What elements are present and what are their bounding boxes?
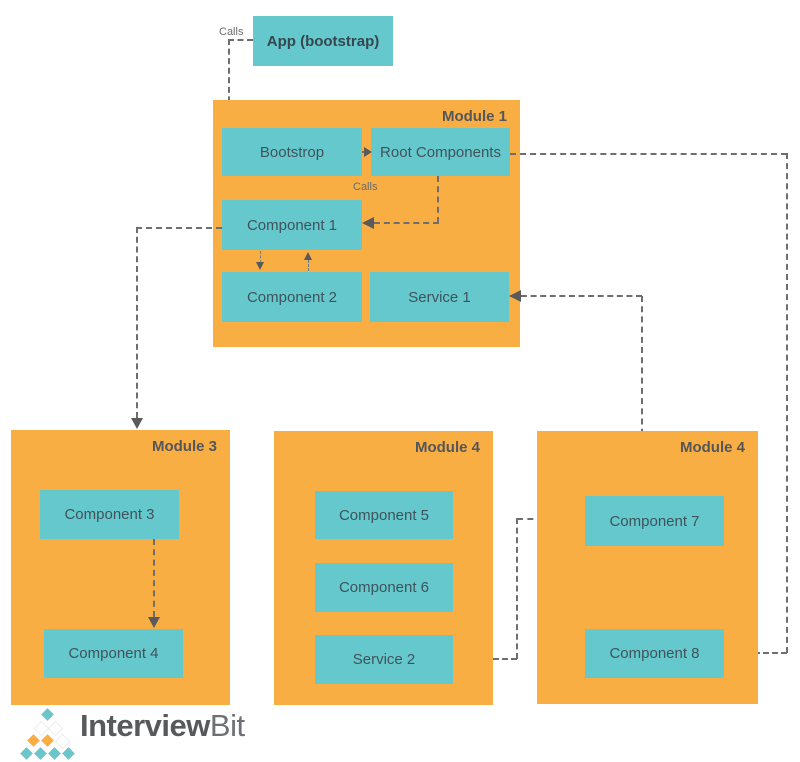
edge-app-module1-h xyxy=(228,39,253,41)
edge-comp1-module3-h xyxy=(136,227,222,229)
edge-app-module1-v xyxy=(228,39,230,112)
edge-root-comp1-h xyxy=(374,222,439,224)
edge-comp7-service1-h xyxy=(521,295,642,297)
edge-comp7-service1-v xyxy=(641,296,643,496)
interviewbit-logo: InterviewBit xyxy=(20,704,245,762)
arrowhead-into-component2-icon xyxy=(256,262,264,270)
edge-root-comp8-h1 xyxy=(510,153,787,155)
service1-box: Service 1 xyxy=(370,272,509,322)
component4-box: Component 4 xyxy=(44,629,183,678)
edge-root-comp8-v xyxy=(786,153,788,653)
module1-title: Module 1 xyxy=(441,108,507,125)
root-components-box: Root Components xyxy=(371,128,510,176)
component5-box: Component 5 xyxy=(315,491,453,539)
bootstrop-box: Bootstrop xyxy=(222,128,362,176)
arrowhead-into-service1-icon xyxy=(509,290,521,302)
component1-box: Component 1 xyxy=(222,200,362,250)
arrowhead-into-component1-icon xyxy=(362,217,374,229)
arrowhead-into-component1-up-icon xyxy=(304,252,312,260)
module3-title: Module 3 xyxy=(151,438,217,455)
app-bootstrap-box: App (bootstrap) xyxy=(253,16,393,66)
logo-text-interview: Interview xyxy=(80,708,210,743)
component2-box: Component 2 xyxy=(222,272,362,322)
component6-box: Component 6 xyxy=(315,563,453,612)
module4-right-title: Module 4 xyxy=(679,439,745,456)
module4-middle-title: Module 4 xyxy=(414,439,480,456)
arrowhead-into-component4-icon xyxy=(148,617,160,628)
edge-comp1-comp2-v xyxy=(260,251,261,263)
component8-box: Component 8 xyxy=(585,629,724,678)
arrowhead-into-root-components-icon xyxy=(364,147,372,157)
edge-comp1-module3-v xyxy=(136,227,138,418)
edge-label-calls-root: Calls xyxy=(353,181,378,193)
edge-comp7-service2-v xyxy=(516,518,518,659)
logo-text-bit: Bit xyxy=(209,708,245,743)
edge-label-calls-app: Calls xyxy=(219,26,244,38)
component3-box: Component 3 xyxy=(40,490,179,539)
edge-comp3-comp4-v xyxy=(153,539,155,617)
edge-root-comp8-h2 xyxy=(736,652,787,654)
component7-box: Component 7 xyxy=(585,496,724,546)
logo-wordmark: InterviewBit xyxy=(80,708,245,744)
edge-root-comp1-v xyxy=(437,176,439,223)
service2-box: Service 2 xyxy=(315,635,453,684)
edge-comp2-comp1-v xyxy=(308,260,309,271)
arrowhead-into-module3-icon xyxy=(131,418,143,429)
